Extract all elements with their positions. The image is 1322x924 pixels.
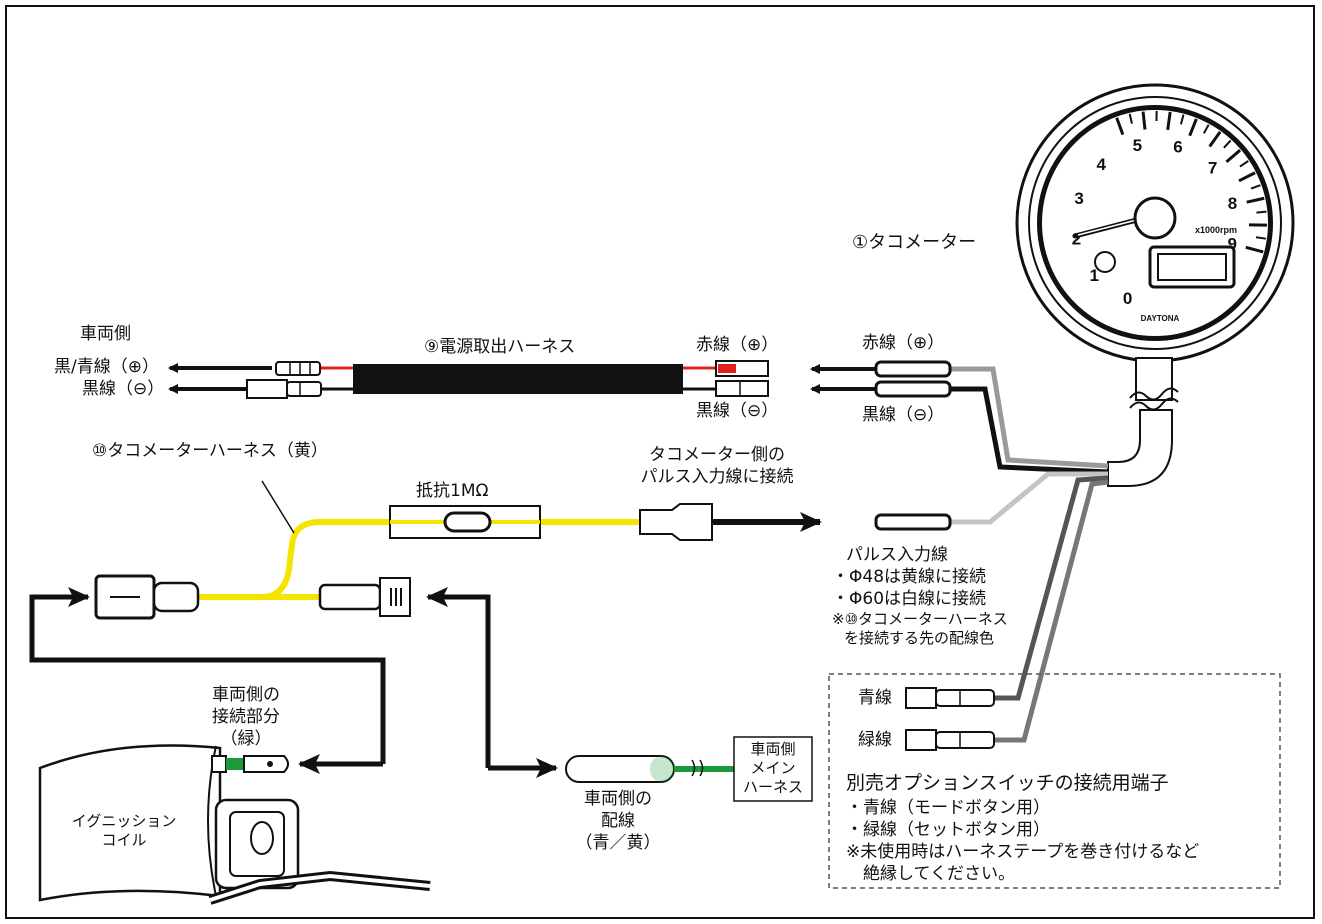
ignition-coil xyxy=(38,744,431,905)
vehicle-wiring-label: 車両側の 配線 （青／黄） xyxy=(556,788,680,854)
meter-unit: x1000rpm xyxy=(1195,225,1237,235)
dial-tick xyxy=(1225,149,1242,164)
dial-number: 8 xyxy=(1228,194,1237,213)
dial-tick xyxy=(1250,184,1261,190)
meter-wires xyxy=(950,366,1109,743)
wire-black-blue-label: 黒/青線（⊕） xyxy=(54,357,159,377)
dial-number: 2 xyxy=(1072,229,1081,248)
main-harness-label: 車両側 メイン ハーネス xyxy=(734,740,812,797)
dial-number: 3 xyxy=(1074,189,1083,208)
meter-red-wire-label: 赤線（⊕） xyxy=(862,333,945,353)
dial-tick xyxy=(1255,236,1267,240)
dial-ticks xyxy=(1115,110,1268,254)
dial-tick xyxy=(1166,111,1172,131)
vehicle-side-connectors xyxy=(246,361,322,399)
option-switch-title: 別売オプションスイッチの接続用端子 xyxy=(846,772,1169,794)
dial-number: 5 xyxy=(1133,136,1142,155)
tacho-harness-label: ⑩タコメーターハーネス（黄） xyxy=(92,441,328,461)
dial-number: 0 xyxy=(1123,289,1132,308)
pulse-input-title: パルス入力線 xyxy=(846,545,948,565)
main-harness-line2: メイン xyxy=(750,759,796,777)
vehicle-side-title: 車両側 xyxy=(80,324,131,344)
dial-tick xyxy=(1246,196,1265,204)
dial-tick xyxy=(1208,131,1222,148)
wire-black-label: 黒線（⊖） xyxy=(82,379,165,399)
pulse-input-remark: ※⑩タコメーターハーネス を接続する先の配線色 xyxy=(832,610,1008,648)
coil-connection-label: 車両側の 接続部分 （緑） xyxy=(186,684,306,750)
dial-number: 7 xyxy=(1208,159,1217,178)
coil-connection-line1: 車両側の xyxy=(212,685,280,705)
cable-boot xyxy=(1107,409,1173,487)
pulse-input-note-60: ・Φ60は白線に接続 xyxy=(832,589,987,609)
harness-black-wire-label: 黒線（⊖） xyxy=(696,401,779,421)
dial-number: 6 xyxy=(1173,137,1182,156)
ignition-coil-label-line2: コイル xyxy=(101,831,147,849)
dial-number: 9 xyxy=(1228,235,1237,254)
dial-number: 4 xyxy=(1097,155,1107,174)
dial-tick xyxy=(1188,118,1198,137)
coil-connection-line2: 接続部分 xyxy=(212,707,280,727)
option-note-line2: 絶縁してください。 xyxy=(846,864,1015,884)
main-harness-box xyxy=(733,736,813,802)
vehicle-wiring-label-line2: 配線 xyxy=(601,811,635,831)
vehicle-wiring-label-line1: 車両側の xyxy=(584,789,652,809)
option-green-label: 緑線 xyxy=(858,730,892,750)
option-switch-details: ・青線（モードボタン用） ・緑線（セットボタン用） ※未使用時はハーネステープを… xyxy=(846,797,1199,885)
dial-tick xyxy=(1179,114,1185,125)
connect-note-line1: タコメーター側の xyxy=(649,445,785,465)
option-item-blue: ・青線（モードボタン用） xyxy=(846,798,1050,818)
dial-tick xyxy=(1202,124,1210,134)
dial-tick xyxy=(1256,210,1267,214)
resistor-label: 抵抗1MΩ xyxy=(416,481,489,501)
pulse-input-note-48: ・Φ48は黄線に接続 xyxy=(832,567,987,587)
option-note-line1: ※未使用時はハーネステープを巻き付けるなど xyxy=(846,842,1200,862)
main-harness-line1: 車両側 xyxy=(750,740,796,758)
power-harness xyxy=(320,364,716,394)
tachometer-label: ①タコメーター xyxy=(852,232,977,253)
connect-note-line2: パルス入力線に接続 xyxy=(640,467,794,487)
coil-connection-line3: （緑） xyxy=(220,729,272,749)
option-switch-box xyxy=(828,673,1281,889)
power-harness-connectors xyxy=(715,360,769,397)
meter-brand: DAYTONA xyxy=(1141,314,1180,323)
harness-red-wire-label: 赤線（⊕） xyxy=(696,335,779,355)
vehicle-wiring-label-line3: （青／黄） xyxy=(575,833,661,853)
dial-tick xyxy=(1245,245,1264,254)
option-switch-connectors xyxy=(905,687,995,751)
power-harness-label: ⑨電源取出ハーネス xyxy=(424,337,576,357)
routing-arrows xyxy=(29,587,558,778)
dial-tick xyxy=(1239,160,1249,168)
pulse-input-remark-line2: を接続する先の配線色 xyxy=(844,629,995,647)
ignition-coil-label-line1: イグニッション xyxy=(71,812,177,830)
meter-power-connectors xyxy=(874,360,952,531)
meter-button xyxy=(1094,251,1116,273)
option-blue-label: 青線 xyxy=(858,688,892,708)
dial-number: 1 xyxy=(1089,266,1098,285)
power-harness-sleeve xyxy=(353,364,683,394)
meter-black-wire-label: 黒線（⊖） xyxy=(862,405,945,425)
pulse-input-remark-line1: ※⑩タコメーターハーネス xyxy=(832,610,1008,628)
resistor xyxy=(389,505,541,539)
dial-tick xyxy=(1115,117,1125,136)
ignition-coil-label: イグニッション コイル xyxy=(54,812,194,850)
connect-note: タコメーター側の パルス入力線に接続 xyxy=(600,444,834,488)
dial-tick xyxy=(1141,111,1147,130)
dial-tick xyxy=(1128,113,1133,124)
dial-tick xyxy=(1223,139,1232,149)
needle-hub xyxy=(1133,196,1177,240)
dial-tick xyxy=(1238,171,1256,183)
power-arrows xyxy=(168,363,876,394)
main-harness-line3: ハーネス xyxy=(742,778,803,796)
diagram-frame xyxy=(5,5,1315,919)
option-item-green: ・緑線（セットボタン用） xyxy=(846,820,1050,840)
tacho-harness-connectors xyxy=(94,503,713,620)
pulse-input-note: パルス入力線 ・Φ48は黄線に接続 ・Φ60は白線に接続 xyxy=(832,544,986,610)
tacho-harness xyxy=(198,480,822,600)
vehicle-wiring xyxy=(565,755,734,783)
